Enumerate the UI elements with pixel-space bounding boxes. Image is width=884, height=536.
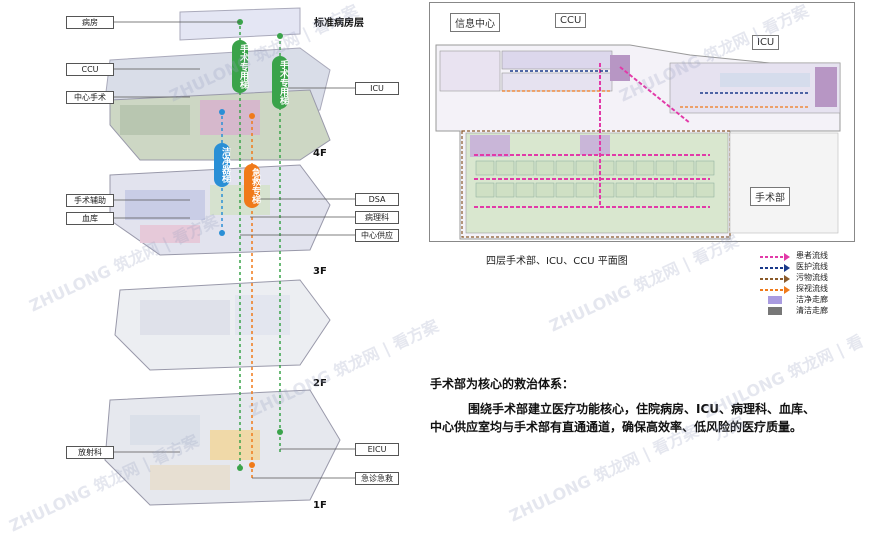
label-ward: 病房 xyxy=(66,16,114,29)
plan-caption: 四层手术部、ICU、CCU 平面图 xyxy=(486,256,628,267)
label-surgery-aux: 手术辅助 xyxy=(66,194,114,207)
label-central-surgery: 中心手术 xyxy=(66,91,114,104)
legend-text-patient: 患者流线 xyxy=(796,251,828,260)
legend-text-cleaning-corridor: 清洁走廊 xyxy=(796,306,828,315)
legend-arrow-visitor xyxy=(760,286,790,294)
floor-stack-svg xyxy=(104,7,355,506)
legend-arrow-dirty xyxy=(760,275,790,283)
label-emergency: 急诊急救 xyxy=(355,472,399,485)
watermark-7: ZHULONG 筑龙网 | 看方案 xyxy=(546,231,742,336)
legend-arrow-patient xyxy=(760,253,790,261)
label-central-supply: 中心供应 xyxy=(355,229,399,242)
plan-label-icu: ICU xyxy=(752,35,780,50)
label-dsa: DSA xyxy=(355,193,399,206)
elevator-clean: 洁净器梯 xyxy=(214,143,230,187)
label-ccu: CCU xyxy=(66,63,114,76)
elevator-surgery-2: 手术专用梯 xyxy=(272,56,288,109)
description-line-2: 中心供应室均与手术部有直通通道，确保高效率、低风险的医疗质量。 xyxy=(430,420,803,434)
label-radiology: 放射科 xyxy=(66,446,114,459)
label-pathology: 病理科 xyxy=(355,211,399,224)
label-eicu: EICU xyxy=(355,443,399,456)
elevator-emergency: 急救专梯 xyxy=(244,164,260,208)
legend-arrow-staff xyxy=(760,264,790,272)
diagram-top-title: 标准病房层 xyxy=(314,18,364,29)
floor-label-2f: 2F xyxy=(313,378,327,389)
floor-stack-diagram: 标准病房层 4F 3F 2F 1F 病房 CCU 中心手术 手术辅助 血库 放射… xyxy=(0,0,420,520)
description-line-1: 围绕手术部建立医疗功能核心，住院病房、ICU、病理科、血库、 xyxy=(468,402,816,416)
legend-text-staff: 医护流线 xyxy=(796,262,828,271)
legend: 患者流线 医护流线 污物流线 探视流线 洁净走廊 清洁走廊 xyxy=(760,250,880,320)
floor-plan: 信息中心 CCU ICU 手术部 xyxy=(429,2,855,242)
legend-swatch-cleaning-corridor xyxy=(768,307,782,315)
floor-label-1f: 1F xyxy=(313,500,327,511)
floor-label-4f: 4F xyxy=(313,148,327,159)
legend-text-dirty: 污物流线 xyxy=(796,273,828,282)
label-blood-bank: 血库 xyxy=(66,212,114,225)
plan-label-info-center: 信息中心 xyxy=(450,13,500,32)
description-title: 手术部为核心的救治体系： xyxy=(430,377,575,391)
legend-text-clean-corridor: 洁净走廊 xyxy=(796,295,828,304)
floor-plan-svg xyxy=(435,44,841,240)
plan-label-surgery: 手术部 xyxy=(750,187,790,206)
legend-text-visitor: 探视流线 xyxy=(796,284,828,293)
plan-label-ccu: CCU xyxy=(555,13,587,28)
floor-label-3f: 3F xyxy=(313,266,327,277)
label-icu: ICU xyxy=(355,82,399,95)
legend-swatch-clean-corridor xyxy=(768,296,782,304)
elevator-surgery-1: 手术专用梯 xyxy=(232,40,248,93)
